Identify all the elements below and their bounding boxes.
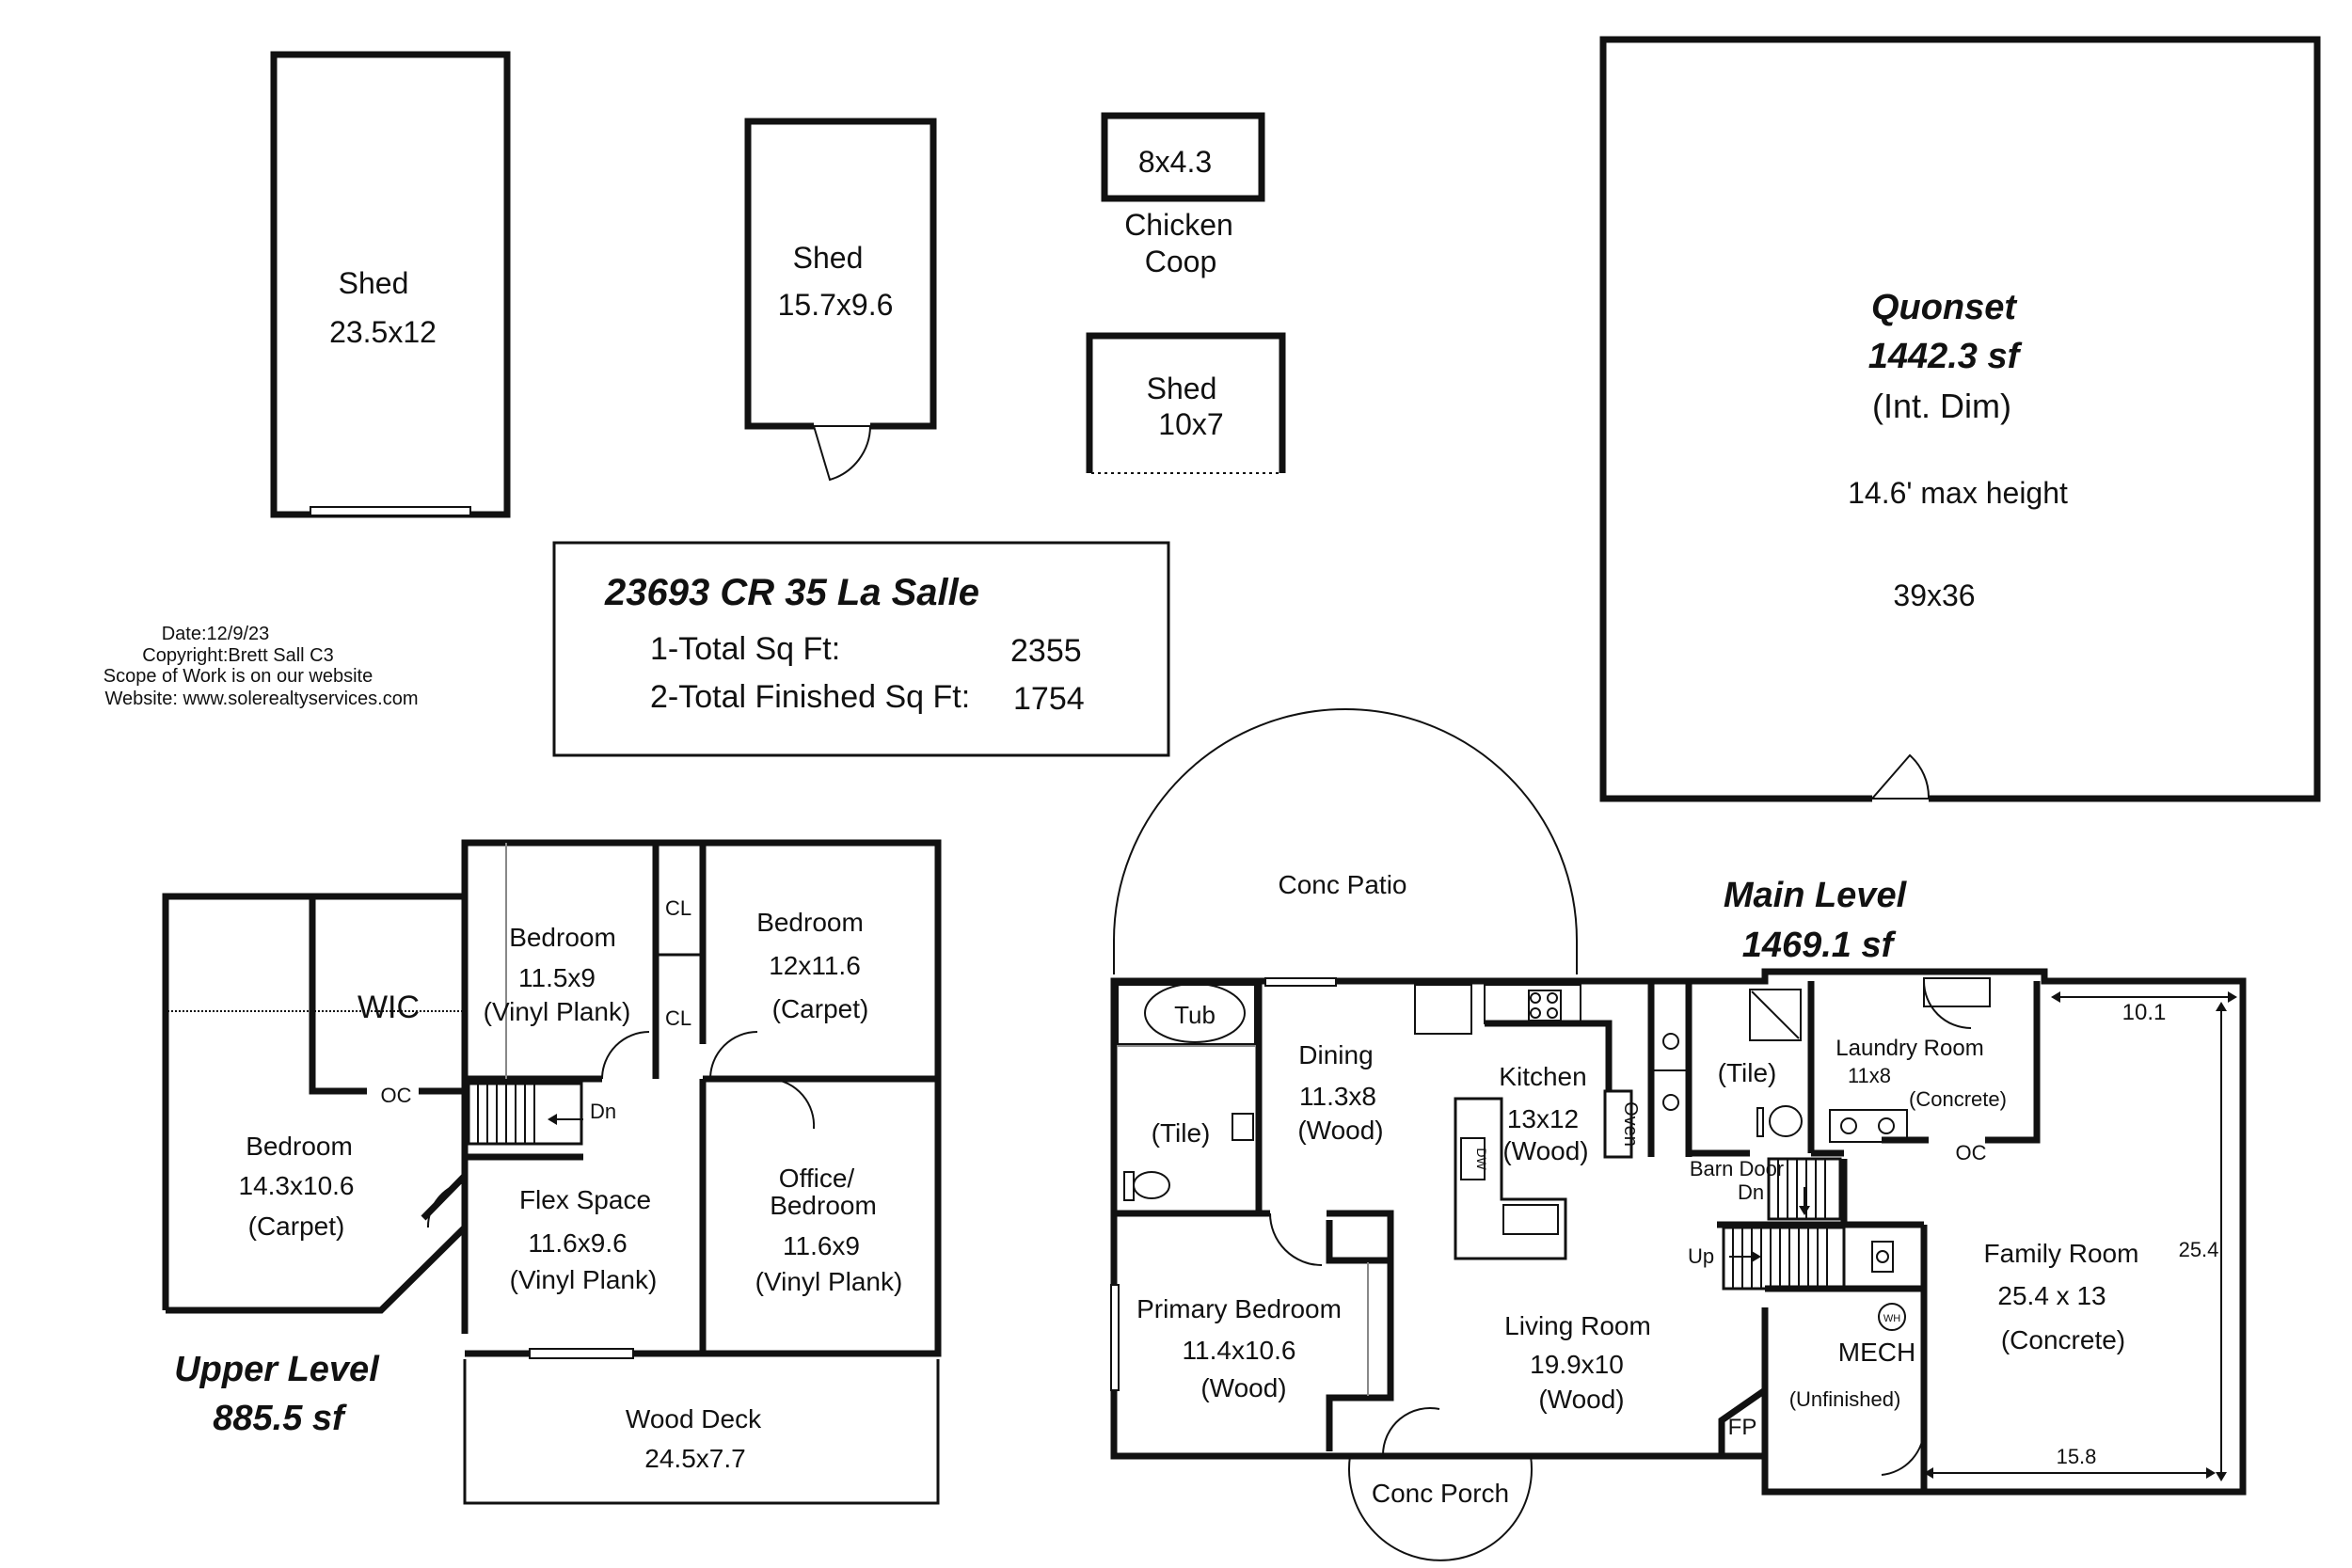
main-kitchen-dims: 13x12 bbox=[1507, 1104, 1579, 1133]
main-living-floor: (Wood) bbox=[1538, 1385, 1624, 1414]
quonset-dims: 39x36 bbox=[1893, 578, 1975, 612]
quonset-note: (Int. Dim) bbox=[1872, 387, 2011, 425]
main-bath-tile: (Tile) bbox=[1152, 1118, 1211, 1148]
quonset: Quonset 1442.3 sf (Int. Dim) 14.6' max h… bbox=[1599, 36, 2321, 803]
credits-website: Website: www.solerealtyservices.com bbox=[104, 689, 418, 709]
quonset-area: 1442.3 sf bbox=[1868, 337, 2023, 376]
main-family-dims: 25.4 x 13 bbox=[1997, 1281, 2106, 1310]
upper-flex-dims: 11.6x9.6 bbox=[528, 1228, 627, 1258]
shed-small-dims: 10x7 bbox=[1158, 407, 1223, 441]
main-dw: DW bbox=[1474, 1148, 1489, 1170]
upper-level-area: 885.5 sf bbox=[213, 1399, 347, 1438]
upper-flex-name: Flex Space bbox=[519, 1185, 651, 1214]
upper-bed-mid-dims: 11.5x9 bbox=[518, 963, 596, 992]
main-primary-name: Primary Bedroom bbox=[1136, 1294, 1342, 1323]
chicken-coop: 8x4.3 Chicken Coop bbox=[1101, 112, 1265, 278]
upper-bed-right-dims: 12x11.6 bbox=[769, 951, 861, 980]
main-dining-name: Dining bbox=[1298, 1040, 1373, 1069]
upper-flex-floor: (Vinyl Plank) bbox=[510, 1265, 658, 1294]
main-laundry-floor: (Concrete) bbox=[1909, 1087, 2007, 1111]
upper-oc: OC bbox=[381, 1084, 412, 1107]
main-dim-top: 10.1 bbox=[2122, 1000, 2167, 1025]
main-laundry-dims: 11x8 bbox=[1848, 1064, 1891, 1087]
upper-cl-2: CL bbox=[665, 1006, 691, 1030]
main-dn: Dn bbox=[1738, 1180, 1764, 1204]
upper-office-name-2: Bedroom bbox=[770, 1191, 877, 1220]
total-sqft-value: 2355 bbox=[1010, 633, 1082, 669]
property-address: 23693 CR 35 La Salle bbox=[604, 572, 979, 613]
main-living-dims: 19.9x10 bbox=[1530, 1350, 1624, 1379]
upper-bed-mid-floor: (Vinyl Plank) bbox=[484, 997, 631, 1026]
main-dining-dims: 11.3x8 bbox=[1299, 1082, 1376, 1111]
quonset-name: Quonset bbox=[1871, 288, 2017, 327]
credits-copyright: Copyright:Brett Sall C3 bbox=[142, 645, 333, 666]
quonset-height: 14.6' max height bbox=[1848, 476, 2068, 510]
main-level-plan: Conc Patio Conc Porch Tub (Tile) Dining … bbox=[1110, 708, 2247, 1561]
upper-wic: WIC bbox=[358, 990, 420, 1025]
upper-bed-left-dims: 14.3x10.6 bbox=[239, 1171, 355, 1200]
shed-small: Shed 10x7 bbox=[1086, 332, 1286, 474]
main-primary-dims: 11.4x10.6 bbox=[1183, 1336, 1296, 1365]
info-box: 23693 CR 35 La Salle 1-Total Sq Ft: 2355… bbox=[552, 541, 1170, 757]
credits: Date:12/9/23 Copyright:Brett Sall C3 Sco… bbox=[103, 624, 419, 709]
main-dim-bottom: 15.8 bbox=[2057, 1445, 2097, 1468]
main-kitchen-floor: (Wood) bbox=[1502, 1136, 1588, 1165]
main-family-name: Family Room bbox=[1984, 1239, 2139, 1268]
main-oven: Oven bbox=[1620, 1101, 1641, 1147]
main-up: Up bbox=[1688, 1244, 1714, 1268]
main-half-bath-tile: (Tile) bbox=[1718, 1058, 1777, 1087]
upper-deck-name: Wood Deck bbox=[626, 1404, 762, 1433]
main-level-area: 1469.1 sf bbox=[1742, 926, 1897, 965]
main-oc: OC bbox=[1956, 1141, 1987, 1164]
upper-level-plan: WIC OC Dn CL CL Bedroom 14.3x10.6 (Carpe… bbox=[162, 839, 942, 1505]
main-wh: WH bbox=[1883, 1313, 1900, 1324]
main-primary-floor: (Wood) bbox=[1200, 1373, 1286, 1402]
coop-name-line2: Coop bbox=[1145, 245, 1217, 278]
shed-small-name: Shed bbox=[1147, 372, 1217, 405]
upper-level-title: Upper Level bbox=[174, 1350, 380, 1389]
upper-office-name-1: Office/ bbox=[779, 1164, 855, 1193]
main-living-name: Living Room bbox=[1504, 1311, 1651, 1340]
upper-bed-mid-name: Bedroom bbox=[509, 923, 616, 952]
main-dim-right: 25.4 bbox=[2179, 1238, 2219, 1261]
main-tub: Tub bbox=[1174, 1001, 1216, 1029]
upper-office-floor: (Vinyl Plank) bbox=[755, 1267, 903, 1296]
upper-bed-right-floor: (Carpet) bbox=[772, 994, 869, 1023]
shed-large-name: Shed bbox=[339, 266, 409, 300]
finished-sqft-value: 1754 bbox=[1013, 681, 1085, 717]
main-mech-name: MECH bbox=[1838, 1338, 1915, 1367]
main-dining-floor: (Wood) bbox=[1297, 1116, 1383, 1145]
upper-office-dims: 11.6x9 bbox=[783, 1231, 860, 1260]
credits-scope: Scope of Work is on our website bbox=[103, 666, 373, 687]
upper-cl-1: CL bbox=[665, 896, 691, 920]
credits-date: Date:12/9/23 bbox=[162, 624, 270, 644]
shed-large: Shed 23.5x12 bbox=[270, 51, 511, 518]
shed-medium-name: Shed bbox=[793, 241, 864, 275]
upper-bed-left-floor: (Carpet) bbox=[248, 1212, 345, 1241]
total-sqft-label: 1-Total Sq Ft: bbox=[650, 631, 840, 667]
main-laundry-name: Laundry Room bbox=[1836, 1036, 1983, 1061]
finished-sqft-label: 2-Total Finished Sq Ft: bbox=[650, 679, 970, 715]
shed-medium: Shed 15.7x9.6 bbox=[744, 118, 937, 482]
main-patio: Conc Patio bbox=[1279, 870, 1407, 899]
coop-name-line1: Chicken bbox=[1124, 208, 1233, 242]
coop-dims: 8x4.3 bbox=[1138, 145, 1212, 179]
main-porch: Conc Porch bbox=[1372, 1479, 1509, 1508]
main-fp: FP bbox=[1728, 1415, 1757, 1440]
upper-bed-left-name: Bedroom bbox=[246, 1132, 353, 1161]
shed-medium-dims: 15.7x9.6 bbox=[778, 288, 894, 322]
main-level-title: Main Level bbox=[1724, 876, 1908, 915]
main-mech-floor: (Unfinished) bbox=[1789, 1387, 1901, 1411]
upper-dn: Dn bbox=[590, 1100, 616, 1123]
upper-deck-dims: 24.5x7.7 bbox=[644, 1444, 745, 1473]
upper-bed-right-name: Bedroom bbox=[756, 908, 864, 937]
main-kitchen-name: Kitchen bbox=[1499, 1062, 1586, 1091]
main-barn-door: Barn Door bbox=[1690, 1157, 1784, 1180]
main-family-floor: (Concrete) bbox=[2001, 1325, 2125, 1354]
shed-large-dims: 23.5x12 bbox=[329, 315, 437, 349]
